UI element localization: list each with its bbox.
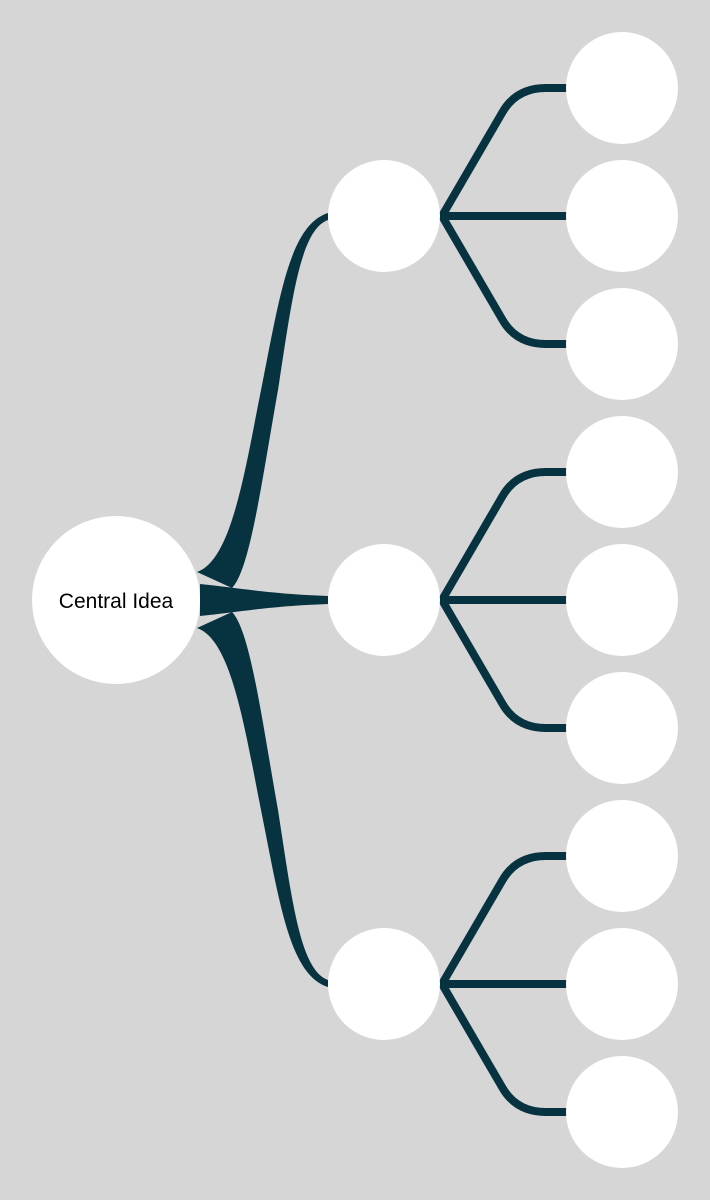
leaf-node-1-2[interactable] (566, 160, 678, 272)
branch-node-1[interactable] (328, 160, 440, 272)
main-branch-nodes (328, 160, 440, 1040)
connector-central-to-branch-3 (197, 612, 328, 987)
connector-branch-1-to-leaf-3 (438, 212, 572, 348)
leaf-node-3-2[interactable] (566, 928, 678, 1040)
leaf-node-1-1[interactable] (566, 32, 678, 144)
central-node-label: Central Idea (59, 590, 174, 613)
leaf-node-2-1[interactable] (566, 416, 678, 528)
leaf-node-3-3[interactable] (566, 1056, 678, 1168)
central-connectors (197, 213, 328, 987)
leaf-node-2-2[interactable] (566, 544, 678, 656)
leaf-node-2-3[interactable] (566, 672, 678, 784)
central-node-circle (32, 516, 200, 684)
connector-branch-2-to-leaf-3 (438, 596, 572, 732)
connector-branch-3-to-leaf-1 (438, 852, 572, 988)
connector-central-to-branch-2 (200, 584, 328, 616)
leaf-node-3-1[interactable] (566, 800, 678, 912)
leaf-node-1-3[interactable] (566, 288, 678, 400)
branch-3-connectors (438, 852, 572, 1116)
leaf-nodes (566, 32, 678, 1168)
connector-branch-3-to-leaf-3 (438, 980, 572, 1116)
connector-branch-2-to-leaf-1 (438, 468, 572, 604)
central-node[interactable]: Central Idea (32, 516, 200, 684)
branch-node-2[interactable] (328, 544, 440, 656)
branch-1-connectors (438, 84, 572, 348)
branch-node-3[interactable] (328, 928, 440, 1040)
connector-central-to-branch-1 (197, 213, 328, 588)
connector-branch-1-to-leaf-1 (438, 84, 572, 220)
branch-2-connectors (438, 468, 572, 732)
